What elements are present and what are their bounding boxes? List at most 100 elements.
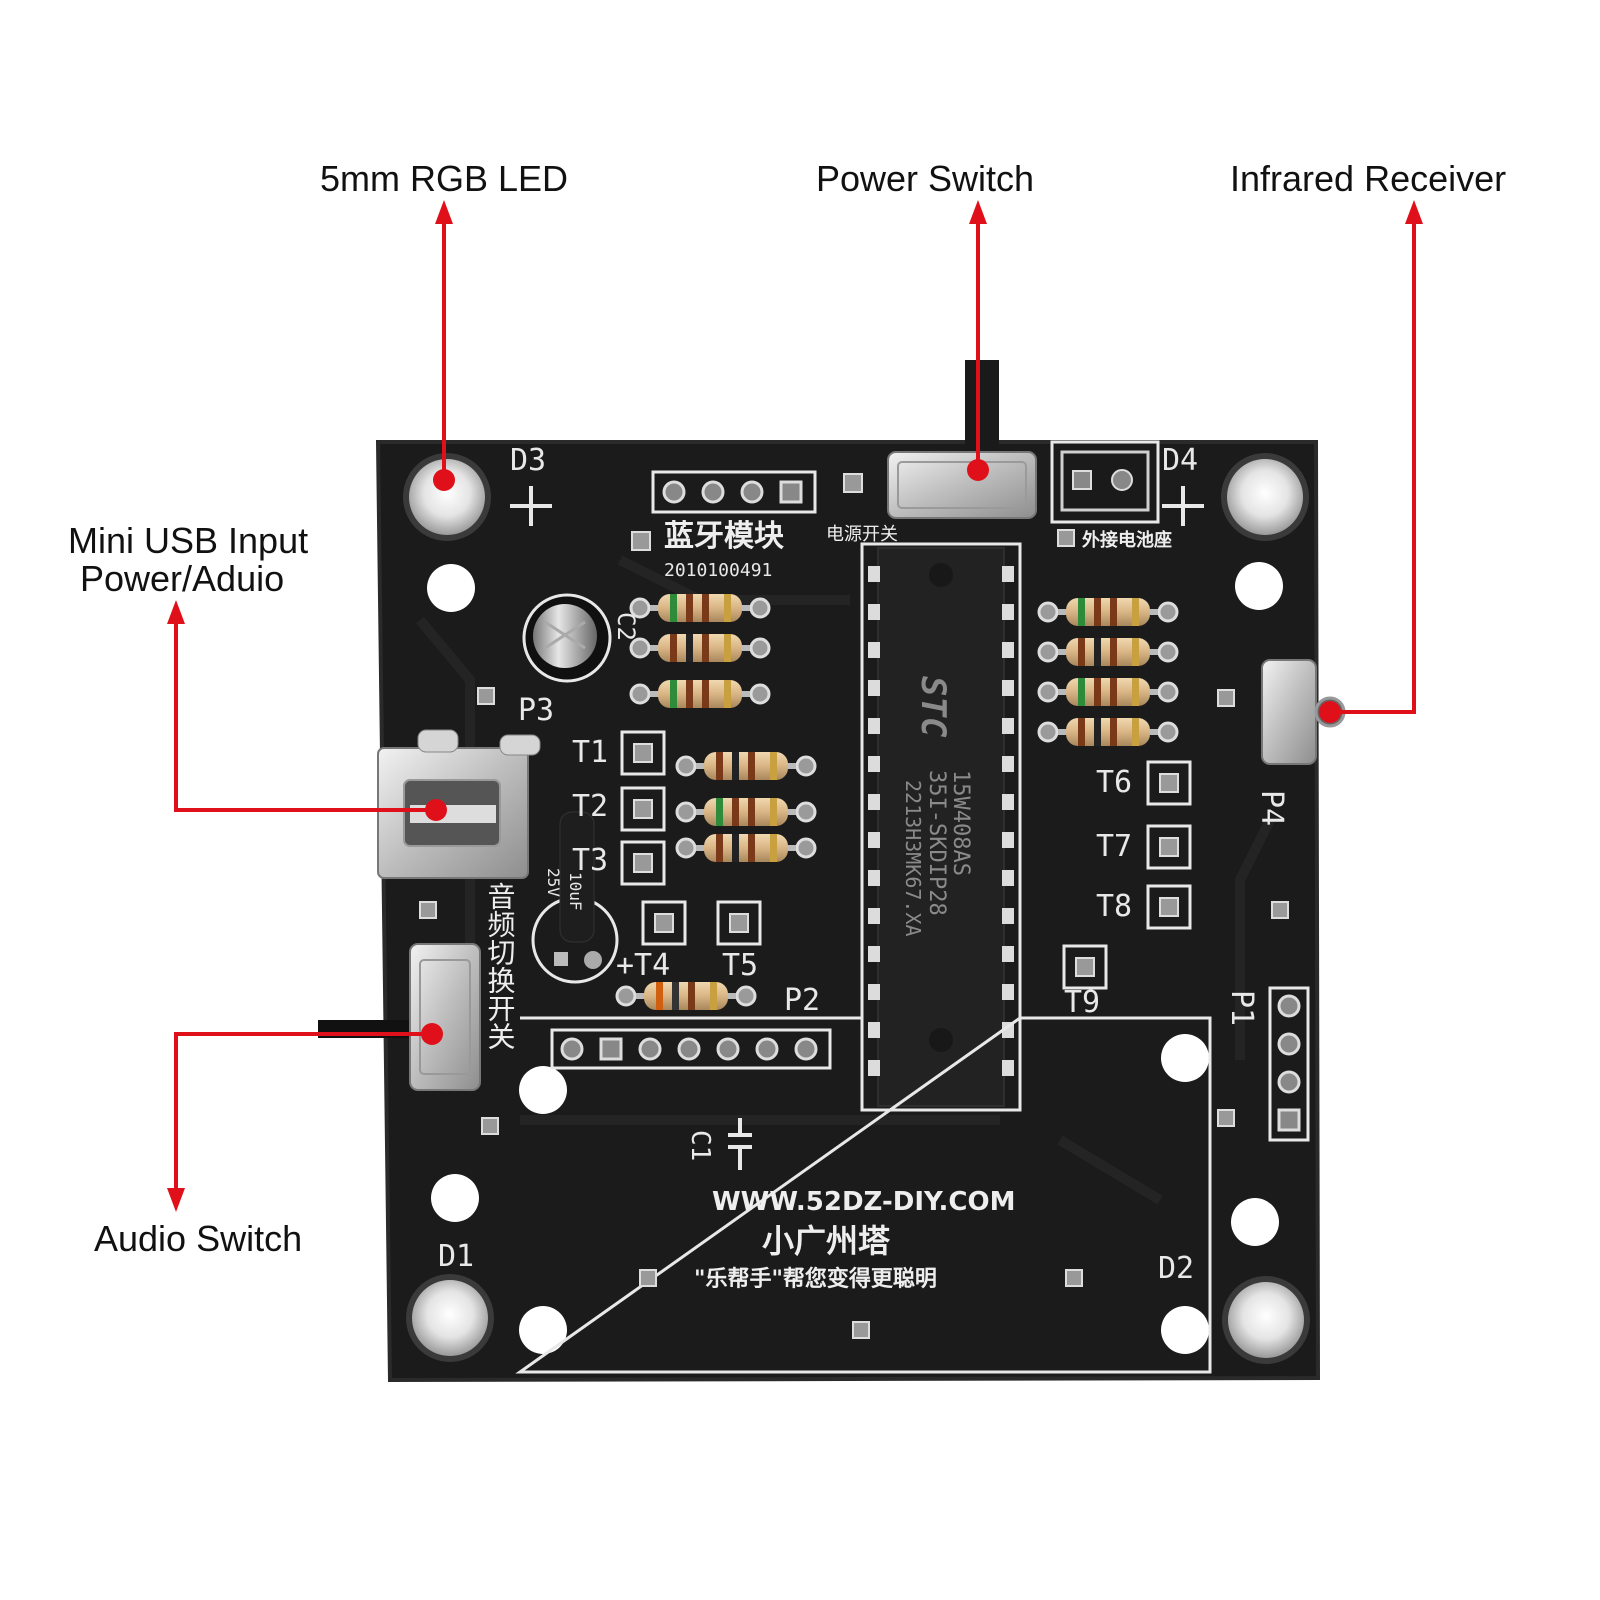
chip-model: 15W408AS [948,770,973,876]
label-slogan: "乐帮手"帮您变得更聪明 [694,1266,937,1292]
resistor [629,680,771,708]
test-pad [1146,884,1192,930]
label-t6: T6 [1096,765,1132,800]
chip-pin [1002,566,1014,582]
chip-pin [868,566,880,582]
power-switch [887,360,1037,519]
label-bluetooth-module: 蓝牙模块 [664,519,784,554]
resistor [1037,678,1179,706]
rgb-led-d1 [406,1274,494,1362]
header-pin [1277,994,1301,1018]
header-pin [755,1037,779,1061]
label-ext-battery-cn: 外接电池座 [1082,529,1172,551]
callout-power-switch: Power Switch [816,158,1035,199]
test-pad [1062,944,1108,990]
chip-pin [868,794,880,810]
chip-pin [868,908,880,924]
chip-pin [1002,908,1014,924]
label-d1: D1 [438,1239,474,1274]
callout-mini-usb-line2: Power/Aduio [80,558,285,599]
header-pin [1277,1070,1301,1094]
header-pin [1277,1108,1301,1132]
callout-mini-usb-line1: Mini USB Input [68,520,309,561]
header-pin [560,1037,584,1061]
chip-pin [1002,604,1014,620]
header-pin [638,1037,662,1061]
callout-dot-power-switch [967,459,989,481]
chip-lot: 2213H3MK67.XA [901,780,925,937]
label-p4: P4 [1254,790,1289,826]
callout-dot-rgb-led [433,469,455,491]
chip-pin [868,756,880,772]
test-pad [620,840,666,886]
callout-dot-mini-usb [425,799,447,821]
label-website: WWW.52DZ-DIY.COM [712,1187,1015,1217]
arrowhead-audio-switch [167,1188,185,1212]
chip-pin [868,1060,880,1076]
chip-pin [1002,680,1014,696]
chip-pin [868,642,880,658]
label-d4: D4 [1162,443,1198,478]
callout-dot-audio-switch [421,1023,443,1045]
arrowhead-mini-usb [167,600,185,624]
label-t2: T2 [572,789,608,824]
label-p2: P2 [784,983,820,1018]
chip-brand: STC [913,676,953,738]
label-serial-number: 2010100491 [664,560,772,581]
chip-pin [868,1022,880,1038]
pcb [378,442,1318,1380]
label-power-switch-cn: 电源开关 [826,524,898,545]
label-c1: C1 [685,1130,715,1161]
label-d3: D3 [510,443,546,478]
label-t7: T7 [1096,829,1132,864]
resistor [675,798,817,826]
header-pin [1277,1032,1301,1056]
arrowhead-ir-receiver [1405,200,1423,224]
mcu-chip [860,542,1022,1112]
mounting-holes [427,562,1283,1354]
arrowhead-rgb-led [435,200,453,224]
chip-pin [1002,984,1014,1000]
callout-rgb-led: 5mm RGB LED [320,158,569,199]
chip-pin [1002,756,1014,772]
callout-infrared-receiver: Infrared Receiver [1230,158,1507,199]
test-pad [641,900,687,946]
label-p3: P3 [518,693,554,728]
capacitor-c2 [522,593,612,683]
arrowhead-power-switch [969,200,987,224]
resistor [1037,638,1179,666]
label-cap-value: 10uF [566,872,585,911]
mini-usb-connector [377,729,541,879]
label-t5: T5 [722,948,758,983]
label-t1: T1 [572,735,608,770]
chip-pin [868,984,880,1000]
test-pad [1146,824,1192,870]
chip-pin [868,870,880,886]
chip-pin [868,832,880,848]
label-cap-voltage: 25V [544,868,563,897]
header-pin [716,1037,740,1061]
chip-pin [868,718,880,734]
capacitor-c3 [531,811,619,984]
label-d2: D2 [1158,1251,1194,1286]
resistor [1037,718,1179,746]
test-pad [1146,760,1192,806]
header-pin [794,1037,818,1061]
chip-pin [868,680,880,696]
chip-pin [868,604,880,620]
chip-pin [1002,794,1014,810]
callout-arrows [174,222,1416,1190]
chip-pin [1002,832,1014,848]
audio-switch [318,943,481,1091]
label-t9: T9 [1064,985,1100,1020]
resistor [1037,598,1179,626]
rgb-led-d3 [403,453,491,541]
label-product-name: 小广州塔 [762,1222,891,1260]
label-t8: T8 [1096,889,1132,924]
rgb-led-d2 [1222,1276,1310,1364]
label-t3: T3 [572,843,608,878]
header-p2 [550,1028,832,1070]
resistor [675,834,817,862]
callout-audio-switch: Audio Switch [94,1218,303,1259]
chip-pin [868,946,880,962]
